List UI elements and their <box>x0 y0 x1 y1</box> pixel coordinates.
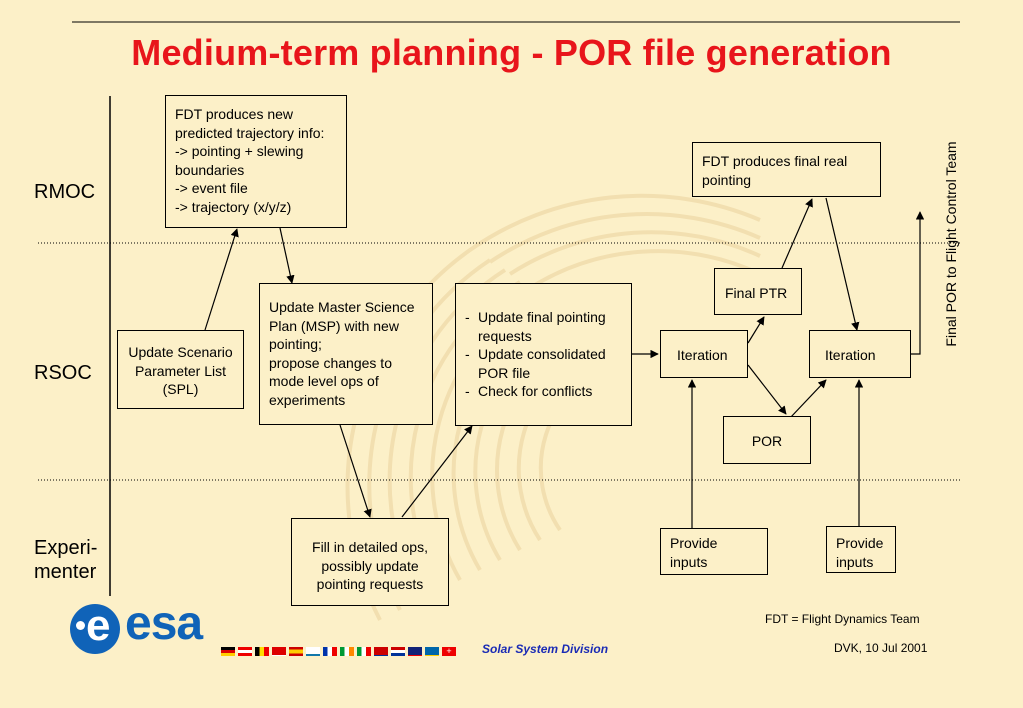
arrow-iter1-to-ptr <box>747 316 765 344</box>
box-por: POR <box>723 416 811 464</box>
lane-label-rmoc: RMOC <box>34 181 96 203</box>
box-fdt-predicted: FDT produces new predicted trajectory in… <box>165 95 347 228</box>
box-line: Provide <box>836 535 884 551</box>
lane-label-experimenter-line1: Experi- <box>34 537 98 559</box>
arrow-final-por-out <box>911 211 925 355</box>
bullet-text: Update consolidated POR file <box>478 346 606 381</box>
lane-label-experimenter-line2: menter <box>34 561 97 583</box>
box-line: (SPL) <box>162 381 199 397</box>
box-line: FDT produces final real <box>702 153 848 169</box>
box-line: propose changes to <box>269 354 392 371</box>
flag-switzerland-icon: + <box>442 647 456 657</box>
division-label: Solar System Division <box>482 642 609 656</box>
box-update-spl: Update Scenario Parameter List (SPL) <box>117 330 244 409</box>
esa-logo-globe-icon: e <box>70 601 120 654</box>
flag-italy-icon <box>357 647 371 657</box>
box-line: pointing <box>702 171 752 188</box>
box-line: FDT produces new <box>175 106 294 122</box>
box-line: mode level ops of <box>269 373 379 389</box>
box-line: boundaries <box>175 161 245 178</box>
box-line: -> event file <box>175 180 248 196</box>
box-line: experiments <box>269 391 346 408</box>
flag-denmark-icon <box>272 647 286 657</box>
box-line: pointing requests <box>316 576 424 592</box>
flag-belgium-icon <box>255 647 269 657</box>
bullet-item: -Update consolidated POR file <box>465 345 623 382</box>
box-line: Fill in detailed ops, <box>312 539 428 555</box>
flag-uk-icon <box>408 647 422 657</box>
flag-finland-icon <box>306 647 320 657</box>
box-line: Update Scenario <box>128 344 233 360</box>
author-date: DVK, 10 Jul 2001 <box>834 641 928 655</box>
arrow-por-to-iter2 <box>789 379 827 419</box>
box-line: inputs <box>836 553 874 570</box>
arrow-spl-to-fdt <box>204 228 239 331</box>
flag-sweden-icon <box>425 647 439 657</box>
arrow-fdt-to-iter2 <box>825 197 860 331</box>
box-line: pointing; <box>269 336 322 352</box>
esa-logo-text: esa <box>125 597 203 650</box>
flag-ireland-icon <box>340 647 354 657</box>
flag-netherlands-icon <box>391 647 405 657</box>
arrow-ptr-to-fdt <box>781 198 813 269</box>
box-line: -> pointing + slewing <box>175 143 304 159</box>
page-title: Medium-term planning - POR file generati… <box>131 32 892 73</box>
arrow-fill-to-update <box>401 425 473 518</box>
box-provide-inputs-2: Provide inputs <box>826 526 896 573</box>
box-line: Parameter List <box>134 362 227 379</box>
box-line: -> trajectory (x/y/z) <box>175 198 292 215</box>
box-line: Plan (MSP) with new <box>269 317 399 334</box>
fdt-legend: FDT = Flight Dynamics Team <box>765 612 920 626</box>
box-line: Provide <box>670 535 718 551</box>
flag-france-icon <box>323 647 337 657</box>
box-fill-ops: Fill in detailed ops, possibly update po… <box>291 518 449 606</box>
bullet-item: -Check for conflicts <box>465 383 593 399</box>
lane-label-experimenter: Experi- menter <box>34 536 97 584</box>
side-label-final-por: Final POR to Flight Control Team <box>943 141 959 347</box>
box-iteration-1: Iteration <box>660 330 748 378</box>
box-line: inputs <box>670 553 708 570</box>
flag-spain-icon <box>289 647 303 657</box>
lane-label-rsoc: RSOC <box>34 362 92 384</box>
box-update-msp: Update Master Science Plan (MSP) with ne… <box>259 283 433 425</box>
arrow-msp-to-fill <box>339 424 372 518</box>
box-update-final: -Update final pointing requests -Update … <box>455 283 632 426</box>
box-line: possibly update <box>321 557 419 574</box>
arrow-iter1-to-por <box>747 364 787 415</box>
bullet-text: Update final pointing requests <box>478 309 606 344</box>
member-flags-strip: + <box>221 643 459 661</box>
bullet-text: Check for conflicts <box>478 383 593 399</box>
box-line: Update Master Science <box>269 299 415 315</box>
box-provide-inputs-1: Provide inputs <box>660 528 768 575</box>
box-iteration-2: Iteration <box>809 330 911 378</box>
box-fdt-final: FDT produces final real pointing <box>692 142 881 197</box>
flag-germany-icon <box>221 647 235 657</box>
arrow-fdt-to-msp <box>279 227 295 284</box>
box-final-ptr: Final PTR <box>714 268 802 315</box>
bullet-item: -Update final pointing requests <box>465 308 623 345</box>
box-line: predicted trajectory info: <box>175 124 325 141</box>
flag-norway-icon <box>374 647 388 657</box>
flag-austria-icon <box>238 647 252 657</box>
